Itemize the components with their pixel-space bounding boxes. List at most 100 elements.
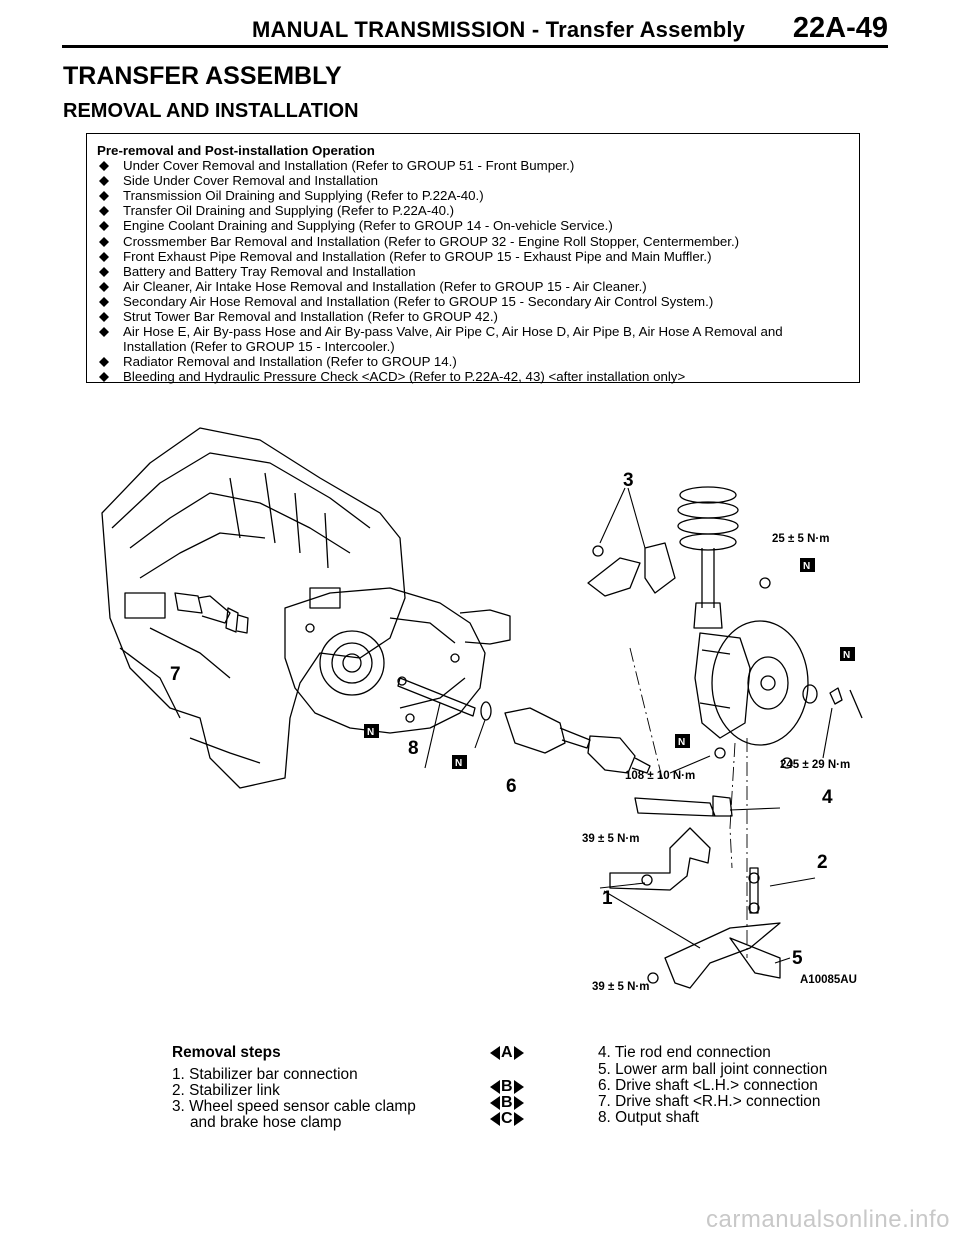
pre-removal-list: Under Cover Removal and Installation (Re… [97, 158, 849, 384]
right-triangle-icon [513, 1046, 524, 1061]
diamond-bullet-icon [99, 266, 109, 277]
callout-3: 3 [623, 470, 634, 491]
callout-1: 1 [602, 888, 613, 909]
note-mark-c: C [490, 1110, 524, 1128]
pre-removal-item-text: Radiator Removal and Installation (Refer… [123, 354, 457, 370]
note-mark-b1: B [490, 1078, 524, 1096]
callout-7: 7 [170, 664, 181, 685]
replace-mark-5: N [455, 758, 462, 769]
pre-removal-item: Side Under Cover Removal and Installatio… [97, 173, 849, 188]
torque-39-upper: 39 ± 5 N·m [582, 833, 639, 845]
left-triangle-icon [490, 1080, 500, 1095]
left-triangle-icon [490, 1096, 500, 1111]
pre-removal-item: Air Hose E, Air By-pass Hose and Air By-… [97, 324, 849, 354]
stabilizer-bar [609, 827, 711, 891]
step-1: 1. Stabilizer bar connection [172, 1066, 358, 1083]
note-mark-a: A [490, 1044, 524, 1062]
diamond-bullet-icon [99, 281, 109, 292]
pre-removal-item: Front Exhaust Pipe Removal and Installat… [97, 249, 849, 264]
step-3: 3. Wheel speed sensor cable clamp [172, 1098, 416, 1115]
engine-illustration [101, 427, 406, 789]
step-8: 8. Output shaft [598, 1109, 699, 1126]
callout-4: 4 [822, 787, 833, 808]
replace-mark-2: N [843, 650, 850, 661]
left-triangle-icon [490, 1112, 500, 1127]
pre-removal-item-text: Strut Tower Bar Removal and Installation… [123, 309, 498, 325]
header-rule [62, 45, 888, 48]
pre-removal-item: Engine Coolant Draining and Supplying (R… [97, 218, 849, 233]
pre-removal-item-text: Crossmember Bar Removal and Installation… [123, 233, 740, 249]
diamond-bullet-icon [99, 312, 109, 323]
diamond-bullet-icon [99, 296, 109, 307]
replace-mark-1: N [803, 561, 810, 572]
subsection-title: REMOVAL AND INSTALLATION [63, 100, 359, 122]
callout-8: 8 [408, 738, 419, 759]
right-triangle-icon [513, 1112, 524, 1127]
pre-removal-item: Transfer Oil Draining and Supplying (Ref… [97, 203, 849, 218]
right-triangle-icon [513, 1080, 524, 1095]
output-shaft [397, 676, 492, 721]
lower-arm [664, 922, 781, 989]
pre-removal-item: Transmission Oil Draining and Supplying … [97, 188, 849, 203]
page-header: MANUAL TRANSMISSION - Transfer Assembly … [62, 12, 888, 48]
pre-removal-item: Radiator Removal and Installation (Refer… [97, 354, 849, 369]
diamond-bullet-icon [99, 251, 109, 262]
step-3-cont: and brake hose clamp [190, 1114, 342, 1131]
watermark: carmanualsonline.info [706, 1206, 950, 1233]
torque-108: 108 ± 10 N·m [625, 770, 695, 782]
step-6: 6. Drive shaft <L.H.> connection [598, 1077, 818, 1094]
drive-shaft-rh [174, 592, 249, 634]
replace-mark-4: N [367, 727, 374, 738]
right-triangle-icon [513, 1096, 524, 1111]
sensor-clamp [587, 542, 676, 597]
section-title: TRANSFER ASSEMBLY [63, 62, 342, 90]
drive-shaft-lh [504, 707, 651, 774]
exploded-diagram: 3 7 8 6 4 2 1 5 25 ± 5 N·m 245 ± 29 N·m … [101, 427, 863, 993]
note-mark-b2: B [490, 1094, 524, 1112]
step-5: 5. Lower arm ball joint connection [598, 1061, 828, 1078]
pre-removal-item-text: Transfer Oil Draining and Supplying (Ref… [123, 203, 455, 219]
header-title: MANUAL TRANSMISSION - Transfer Assembly [252, 17, 746, 42]
pre-removal-item: Strut Tower Bar Removal and Installation… [97, 309, 849, 324]
callout-6: 6 [506, 776, 517, 797]
pre-removal-item-text: Side Under Cover Removal and Installatio… [123, 173, 378, 189]
diamond-bullet-icon [99, 191, 109, 202]
pre-removal-item-text: Front Exhaust Pipe Removal and Installat… [123, 248, 712, 264]
transfer-housing [284, 587, 511, 734]
pre-removal-item-text: Transmission Oil Draining and Supplying … [123, 188, 484, 204]
diamond-bullet-icon [99, 176, 109, 187]
callout-5: 5 [792, 948, 803, 969]
step-7: 7. Drive shaft <R.H.> connection [598, 1093, 821, 1110]
removal-steps-title: Removal steps [172, 1044, 281, 1061]
callout-2: 2 [817, 852, 828, 873]
pre-removal-item: Secondary Air Hose Removal and Installat… [97, 294, 849, 309]
figure-code: A10085AU [800, 974, 857, 986]
hub-and-brake [694, 620, 809, 746]
pre-removal-item-text: Under Cover Removal and Installation (Re… [123, 158, 575, 174]
diamond-bullet-icon [99, 206, 109, 217]
pre-removal-item: Battery and Battery Tray Removal and Ins… [97, 264, 849, 279]
diamond-bullet-icon [99, 327, 109, 338]
pre-removal-item-text: Engine Coolant Draining and Supplying (R… [123, 218, 613, 234]
diamond-bullet-icon [99, 161, 109, 172]
pre-removal-item: Air Cleaner, Air Intake Hose Removal and… [97, 279, 849, 294]
pre-removal-item: Under Cover Removal and Installation (Re… [97, 158, 849, 173]
strut-assembly [677, 486, 739, 629]
diamond-bullet-icon [99, 236, 109, 247]
step-4: 4. Tie rod end connection [598, 1044, 771, 1061]
replace-mark-3: N [678, 737, 685, 748]
pre-removal-item: Bleeding and Hydraulic Pressure Check <A… [97, 369, 849, 384]
pre-removal-item-text: Secondary Air Hose Removal and Installat… [123, 293, 714, 309]
tie-rod-end [634, 795, 733, 817]
pre-removal-item-text: Air Cleaner, Air Intake Hose Removal and… [123, 278, 647, 294]
pre-removal-heading: Pre-removal and Post-installation Operat… [97, 143, 375, 158]
page-number: 22A-49 [792, 12, 888, 44]
pre-removal-item-text: Battery and Battery Tray Removal and Ins… [123, 263, 416, 279]
torque-25: 25 ± 5 N·m [772, 533, 829, 545]
pre-removal-item: Crossmember Bar Removal and Installation… [97, 234, 849, 249]
pre-removal-item-text: Air Hose E, Air By-pass Hose and Air By-… [123, 324, 783, 355]
step-2: 2. Stabilizer link [172, 1082, 280, 1099]
torque-39-lower: 39 ± 5 N·m [592, 981, 649, 993]
torque-245: 245 ± 29 N·m [780, 759, 850, 771]
diamond-bullet-icon [99, 372, 109, 383]
